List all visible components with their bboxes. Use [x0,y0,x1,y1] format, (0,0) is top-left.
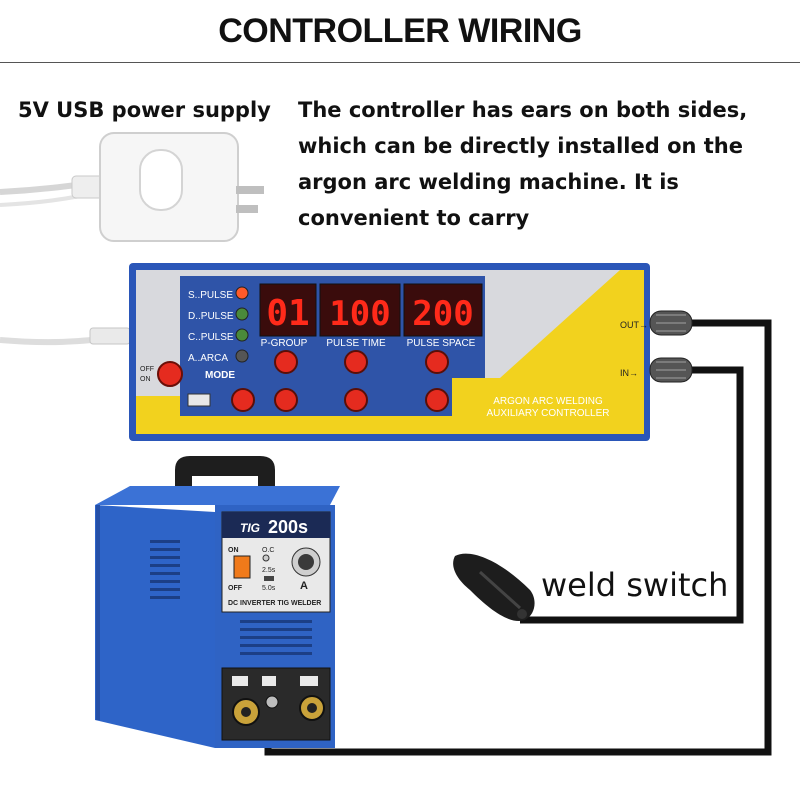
indicator-led-s-pulse [235,286,249,300]
out-jack [649,310,693,336]
indicator-led-a-arca [235,349,249,363]
indicator-label-s-pulse: S..PULSE [188,290,233,301]
display-label-pulse-space: PULSE SPACE [407,338,476,349]
description-text: The controller has ears on both sides, w… [298,98,748,230]
display-value-pulse-time: 100 [329,294,390,334]
welder-subtitle: DC INVERTER TIG WELDER [228,600,321,607]
welder-on-label: ON [228,547,239,554]
brand-line-2: AUXILIARY CONTROLLER [486,408,609,419]
indicator-label-d-pulse: D..PULSE [188,311,234,322]
welder-model: 200s [268,517,308,537]
out-label: OUT→ [620,320,648,330]
tig-welder: TIG 200s ON OFF O.C 2.5s 5.0s A DC INVER… [95,456,340,748]
welder-setting-b: 5.0s [262,585,276,592]
usb-port-icon [187,393,211,407]
brand-line-1: ARGON ARC WELDING [493,396,603,407]
mode-label: MODE [205,370,235,381]
title-divider [0,62,800,63]
usb-adapter [0,132,264,242]
display-label-p-group: P-GROUP [261,338,308,349]
usb-port-icon [139,149,183,211]
welder-time-switch[interactable] [264,576,274,581]
welder-oc-label: O.C [262,547,274,554]
welder-setting-a: 2.5s [262,567,276,574]
display-pulse-space [403,283,483,337]
p-group-down-button[interactable] [274,388,298,412]
welder-off-label: OFF [228,585,243,592]
pulse-time-down-button[interactable] [344,388,368,412]
indicator-label-a-arca: A..ARCA [188,353,228,364]
controller-unit: S..PULSE D..PULSE C..PULSE A..ARCA MODE … [129,263,650,441]
display-pulse-time [319,283,401,337]
display-label-pulse-time: PULSE TIME [326,338,386,349]
weld-switch-label: weld switch [541,566,729,604]
weld-switch [453,553,535,621]
display-value-pulse-space: 200 [412,294,473,334]
welder-amp-label: A [300,580,308,592]
display-p-group [259,283,317,337]
power-button[interactable] [157,361,183,387]
welder-oc-led [262,554,270,562]
usb-power-label: 5V USB power supply [18,98,271,122]
indicator-led-c-pulse [235,328,249,342]
indicator-led-d-pulse [235,307,249,321]
p-group-up-button[interactable] [274,350,298,374]
power-off-label: OFF [140,366,154,373]
pulse-space-down-button[interactable] [425,388,449,412]
in-jack [649,357,693,383]
page-title: CONTROLLER WIRING [218,12,582,50]
mode-button[interactable] [231,388,255,412]
display-value-p-group: 01 [266,293,309,334]
in-label: IN→ [620,368,638,378]
indicator-label-c-pulse: C..PULSE [188,332,234,343]
power-on-label: ON [140,376,151,383]
welder-power-switch[interactable] [233,555,251,579]
pulse-space-up-button[interactable] [425,350,449,374]
pulse-time-up-button[interactable] [344,350,368,374]
welder-model-prefix: TIG [240,521,260,535]
control-socket [265,695,279,709]
